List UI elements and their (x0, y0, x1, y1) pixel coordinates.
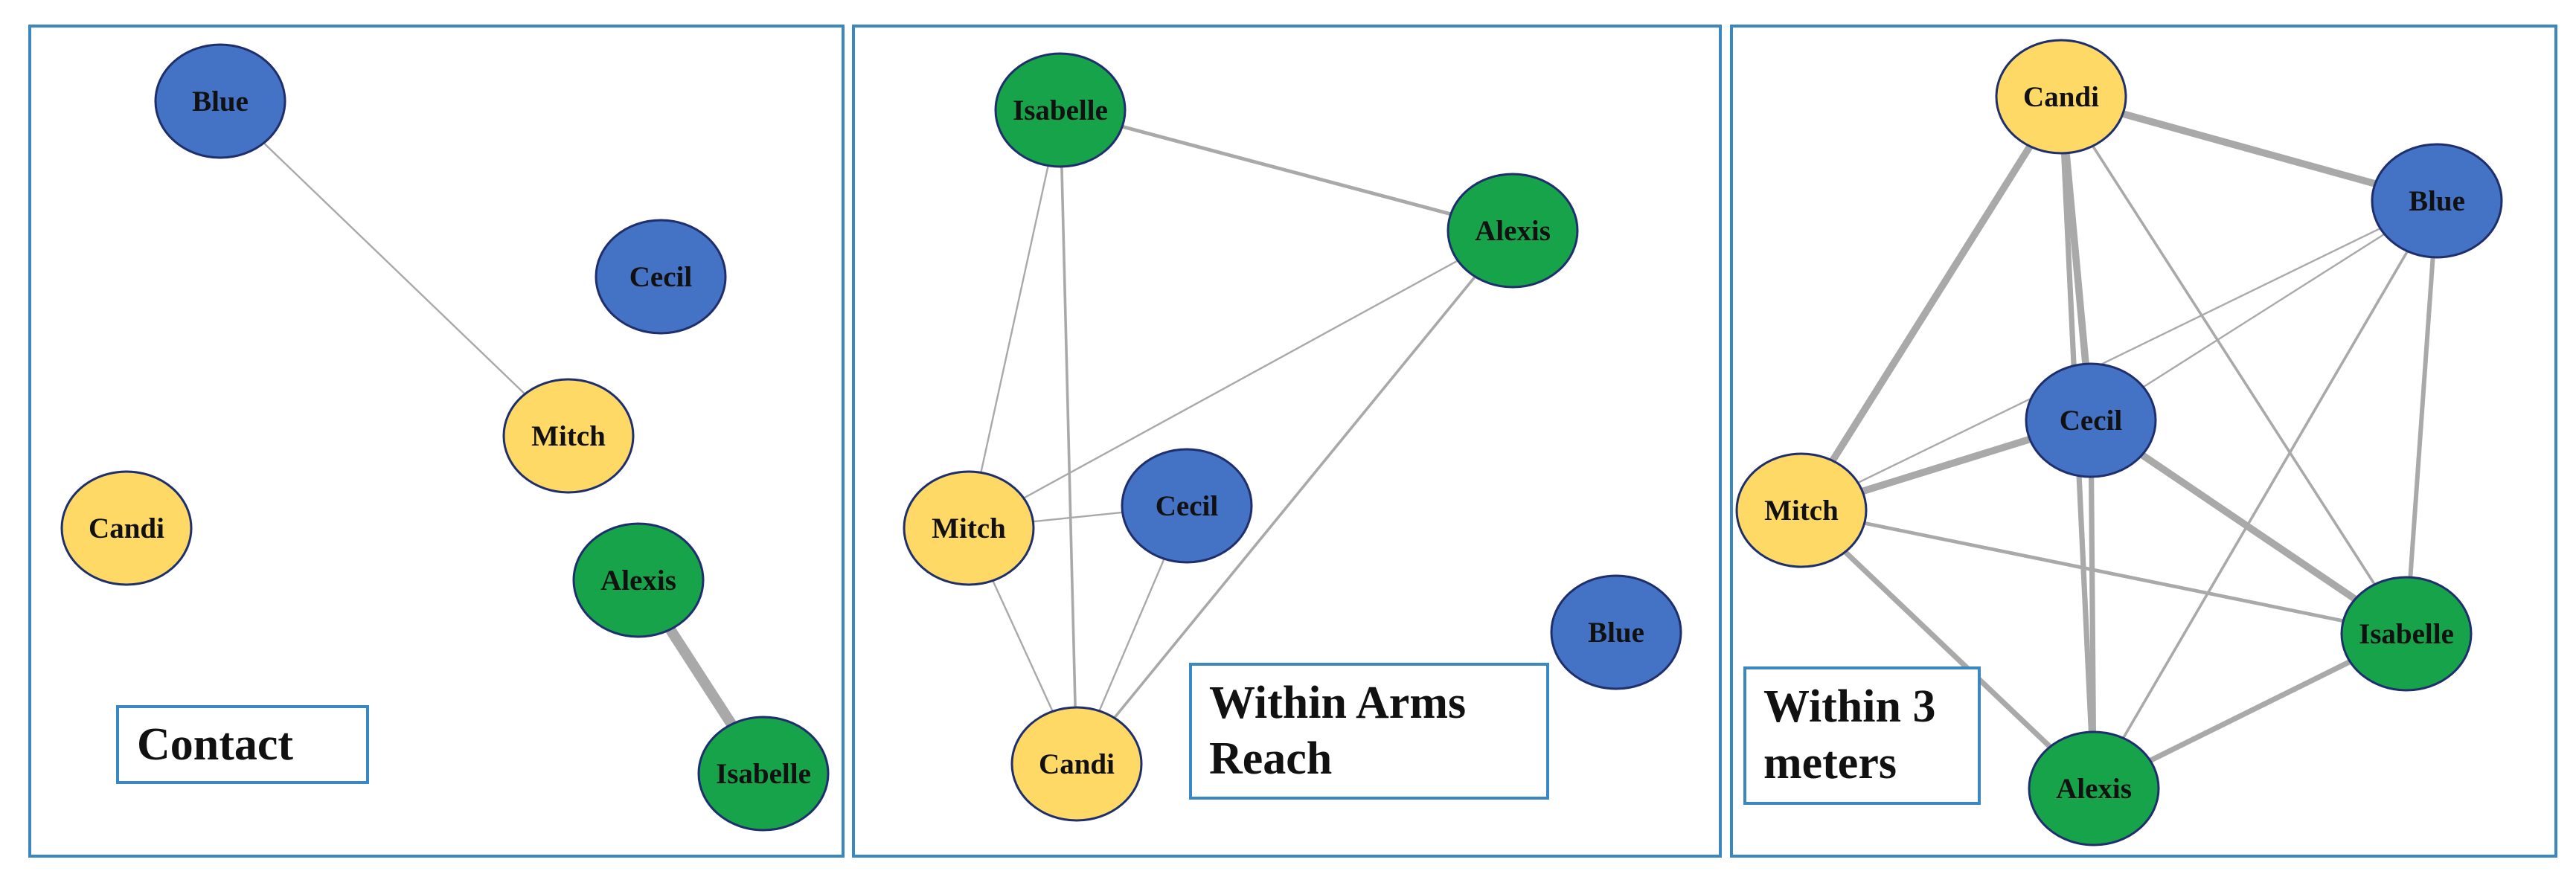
node-label: Candi (89, 512, 164, 544)
edge-candi-mitch (1798, 93, 2065, 514)
node-label: Blue (192, 86, 249, 118)
node-blue: Blue (2371, 143, 2503, 259)
node-circle (2340, 576, 2473, 692)
panel-label-line: Within Arms (1209, 678, 1466, 728)
edge-cecil-alexis (2088, 417, 2097, 791)
edge-blue-mitch (219, 100, 570, 437)
edge-candi-isabelle (2060, 95, 2408, 635)
node-blue: Blue (154, 43, 286, 159)
label-box-frame (1743, 666, 1981, 805)
node-circle (903, 470, 1035, 586)
node-label: Mitch (1764, 495, 1839, 527)
node-candi: Candi (1995, 39, 2127, 155)
node-circle (697, 716, 830, 832)
node-alexis: Alexis (2028, 730, 2160, 846)
node-mitch: Mitch (1735, 452, 1868, 568)
node-isabelle: Isabelle (2340, 576, 2473, 692)
node-cecil: Cecil (2025, 362, 2157, 478)
node-isabelle: Isabelle (697, 716, 830, 832)
node-circle (595, 219, 727, 335)
node-circle (994, 52, 1127, 168)
edge-isabelle-alexis (1058, 108, 1515, 233)
edge-alexis-mitch (967, 229, 1514, 530)
node-circle (1735, 452, 1868, 568)
node-blue: Blue (1550, 574, 1682, 690)
node-label: Candi (2023, 81, 2099, 113)
node-candi: Candi (60, 470, 193, 586)
node-label: Mitch (932, 512, 1006, 544)
node-circle (154, 43, 286, 159)
node-circle (2371, 143, 2503, 259)
node-isabelle: Isabelle (994, 52, 1127, 168)
node-label: Isabelle (1013, 94, 1108, 126)
label-box-frame (116, 705, 369, 784)
panel-label-line: meters (1763, 738, 1897, 788)
node-cecil: Cecil (595, 219, 727, 335)
node-label: Alexis (600, 565, 676, 597)
node-alexis: Alexis (572, 522, 705, 638)
node-circle (2028, 730, 2160, 846)
node-circle (502, 378, 635, 494)
node-circle (1995, 39, 2127, 155)
edge-blue-cecil (2089, 199, 2438, 422)
node-label: Cecil (2060, 405, 2123, 437)
edge-isabelle-candi (1059, 109, 1078, 765)
node-circle (1010, 706, 1143, 822)
node-alexis: Alexis (1446, 173, 1579, 289)
node-circle (1121, 448, 1253, 564)
edge-blue-mitch (1800, 199, 2438, 512)
edge-isabelle-mitch (967, 109, 1062, 530)
edge-alexis-candi (1075, 229, 1514, 765)
node-label: Blue (1588, 617, 1644, 649)
node-circle (1446, 173, 1579, 289)
panel-label-box: Contact (116, 705, 369, 784)
node-label: Alexis (1475, 215, 1551, 247)
edge-blue-alexis (2092, 199, 2438, 790)
node-candi: Candi (1010, 706, 1143, 822)
node-circle (572, 522, 705, 638)
node-label: Isabelle (2359, 618, 2454, 650)
node-cecil: Cecil (1121, 448, 1253, 564)
edge-mitch-alexis (1798, 507, 2097, 791)
node-mitch: Mitch (903, 470, 1035, 586)
node-circle (2025, 362, 2157, 478)
panel-label-line: Within 3 (1763, 681, 1935, 732)
panel-label-box: Within 3 meters (1743, 666, 1981, 805)
node-label: Isabelle (716, 758, 811, 790)
node-mitch: Mitch (502, 378, 635, 494)
node-label: Cecil (1156, 490, 1219, 522)
panel-label-line: Reach (1209, 733, 1332, 784)
edge-blue-isabelle (2404, 199, 2439, 636)
edge-cecil-isabelle (2087, 417, 2410, 637)
panel-label-box: Within Arms Reach (1189, 663, 1549, 800)
edge-mitch-isabelle (1799, 508, 2409, 636)
node-label: Mitch (531, 420, 606, 452)
node-circle (60, 470, 193, 586)
node-label: Candi (1039, 748, 1115, 780)
node-label: Alexis (2056, 773, 2132, 805)
node-label: Blue (2409, 185, 2465, 217)
panel-label-line: Contact (137, 719, 293, 770)
node-circle (1550, 574, 1682, 690)
node-label: Cecil (629, 261, 693, 293)
label-box-frame (1189, 663, 1549, 800)
